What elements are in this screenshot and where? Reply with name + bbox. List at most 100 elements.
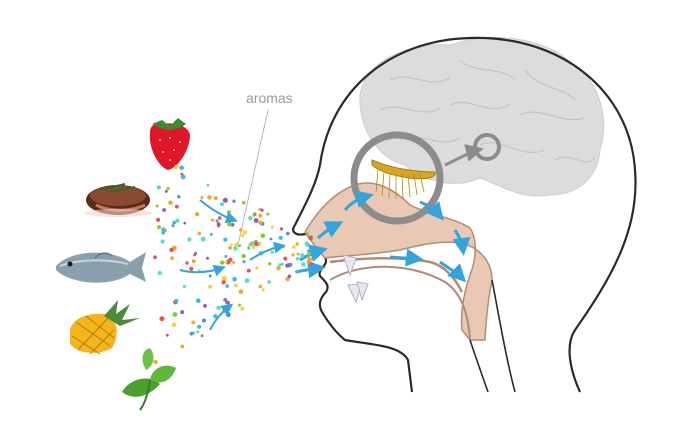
aroma-particle — [169, 248, 173, 252]
aroma-particle — [242, 201, 246, 205]
aroma-particle — [206, 257, 209, 260]
aroma-flow-arrows — [180, 200, 282, 330]
aroma-particle — [245, 278, 250, 283]
aroma-particle — [310, 262, 313, 265]
aroma-particle — [280, 227, 283, 230]
aroma-particle — [307, 250, 310, 253]
aroma-particle — [242, 254, 246, 258]
aroma-particle — [261, 209, 264, 212]
aroma-particle — [227, 222, 232, 227]
aroma-particle — [210, 233, 213, 236]
aroma-particle — [248, 216, 252, 220]
aroma-particle — [168, 200, 173, 205]
aroma-particle — [271, 226, 274, 229]
aroma-particle — [292, 245, 296, 249]
aroma-particle — [220, 261, 224, 265]
aroma-particle — [238, 304, 241, 307]
aroma-particle — [192, 259, 196, 263]
aroma-particle — [230, 243, 233, 246]
aroma-particle — [193, 253, 196, 256]
aroma-particle — [295, 270, 299, 274]
aroma-particle — [161, 227, 165, 231]
aroma-particle — [261, 233, 266, 238]
aroma-particle — [223, 198, 228, 203]
aroma-particle — [216, 306, 220, 310]
aroma-particle — [258, 221, 262, 225]
aroma-particle — [206, 184, 209, 187]
aroma-particle — [159, 316, 164, 321]
aroma-particle — [258, 214, 262, 218]
aroma-particle — [307, 252, 311, 256]
aroma-particle — [173, 312, 178, 317]
aroma-particle — [281, 263, 284, 266]
steak-icon — [84, 184, 152, 217]
aroma-particle — [232, 200, 235, 203]
aroma-particle — [225, 300, 229, 304]
aroma-particle — [300, 253, 305, 258]
aroma-particle — [254, 242, 259, 247]
aroma-particle — [239, 289, 244, 294]
aroma-particle — [252, 245, 256, 249]
aroma-particle — [308, 236, 313, 241]
aroma-particle — [197, 325, 201, 329]
aroma-particle — [170, 256, 174, 260]
aroma-particle — [167, 187, 170, 190]
aroma-particle — [232, 277, 237, 282]
aroma-particle — [271, 250, 274, 253]
aroma-particle — [227, 210, 231, 214]
aroma-particle — [195, 212, 199, 216]
aroma-particle — [286, 232, 290, 236]
aroma-particle — [203, 304, 207, 308]
aroma-particle — [295, 242, 298, 245]
aroma-particle — [161, 231, 165, 235]
aroma-particle — [222, 276, 227, 281]
aroma-particle — [211, 218, 214, 221]
aroma-particle — [215, 219, 218, 222]
aroma-particle — [183, 285, 186, 288]
aromas-label: aromas — [246, 90, 293, 106]
aroma-particle — [259, 285, 262, 288]
aroma-particle — [243, 260, 246, 263]
aroma-particle — [172, 224, 175, 227]
aroma-particle — [266, 213, 269, 216]
aroma-particle — [254, 218, 259, 223]
aroma-particle — [187, 237, 191, 241]
aroma-particle — [279, 236, 283, 240]
aroma-particle — [162, 208, 166, 212]
aroma-particle — [240, 307, 244, 311]
aroma-particle — [175, 205, 179, 209]
aroma-particle — [189, 267, 193, 271]
aroma-particle — [174, 299, 178, 303]
aroma-particle — [177, 195, 180, 198]
aroma-particle — [268, 262, 271, 265]
aroma-particle — [239, 228, 243, 232]
aroma-particle — [174, 165, 178, 169]
aroma-particle — [196, 331, 199, 334]
aroma-particle — [154, 360, 158, 364]
aroma-particle — [305, 242, 310, 247]
aroma-particle — [201, 335, 204, 338]
aroma-particle — [185, 261, 188, 264]
aroma-particle — [305, 232, 308, 235]
basil-icon — [122, 348, 176, 410]
aroma-particle — [247, 269, 251, 273]
aroma-particle — [297, 253, 300, 256]
aroma-particle — [214, 196, 218, 200]
aroma-particle — [183, 222, 186, 225]
aroma-particle — [253, 214, 256, 217]
aroma-particle — [180, 345, 184, 349]
aroma-particle — [180, 310, 184, 314]
aroma-particle — [158, 271, 162, 275]
aroma-particle — [286, 263, 290, 267]
pineapple-icon — [70, 300, 140, 354]
aroma-particle — [197, 232, 201, 236]
aroma-particle — [191, 321, 195, 325]
tongue — [330, 267, 470, 340]
aroma-particle — [202, 318, 206, 322]
aroma-particle — [200, 196, 203, 199]
aroma-particle — [296, 257, 300, 261]
aroma-particle — [243, 230, 248, 235]
aroma-particle — [166, 334, 169, 337]
strawberry-icon — [150, 118, 190, 170]
